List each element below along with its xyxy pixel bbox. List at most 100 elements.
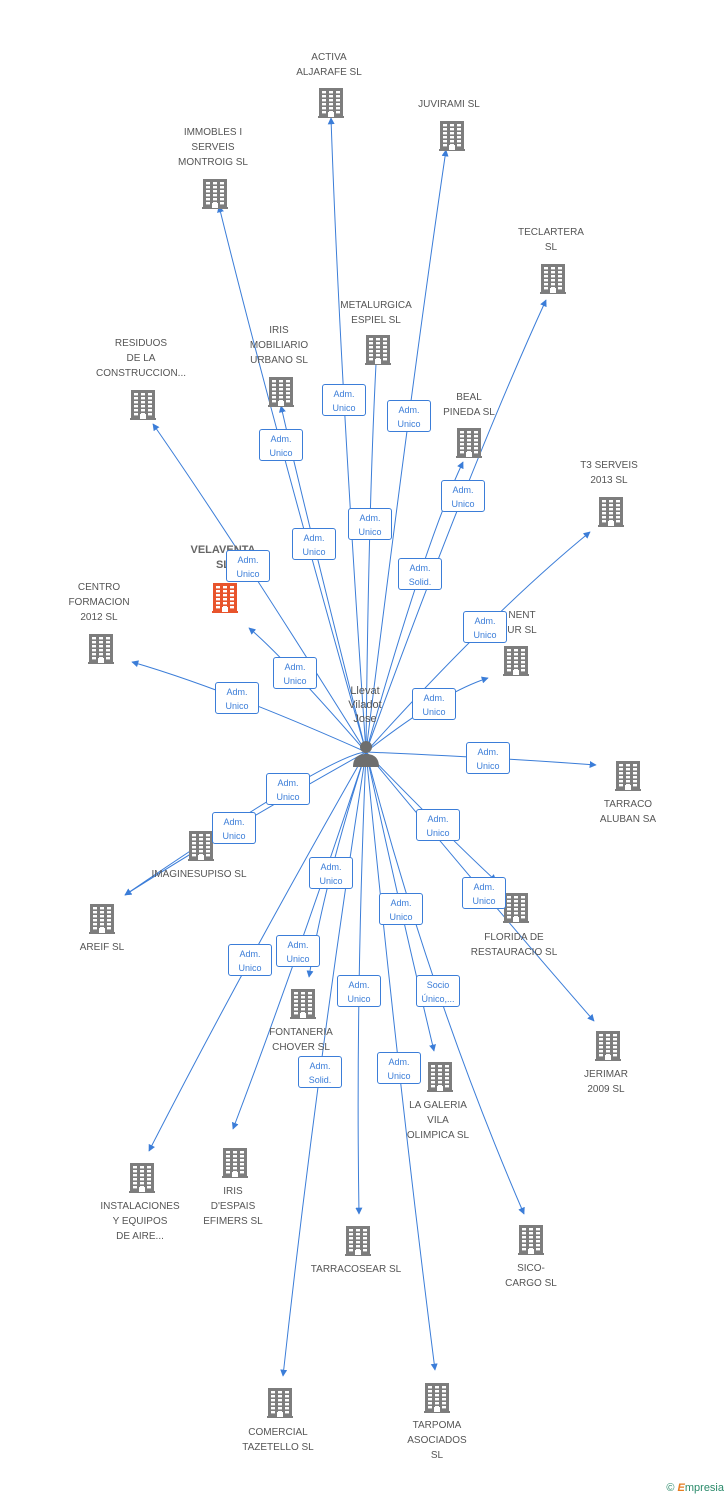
- relation-badge-iris-esp[interactable]: Adm.Unico: [276, 935, 320, 967]
- company-label-tarraco[interactable]: TARRACO ALUBAN SA: [563, 797, 693, 827]
- building-icon[interactable]: [318, 86, 344, 118]
- company-label-line: 2012 SL: [80, 612, 118, 623]
- relation-badge-juvirami[interactable]: Adm.Unico: [387, 400, 431, 432]
- building-icon[interactable]: [267, 1386, 293, 1418]
- building-icon[interactable]: [427, 1060, 453, 1092]
- company-label-line: UR SL: [507, 625, 537, 636]
- building-icon[interactable]: [130, 388, 156, 420]
- building-icon[interactable]: [540, 262, 566, 294]
- relation-badge-text: Adm.: [303, 533, 325, 543]
- relation-badge-text: Adm.: [277, 778, 299, 788]
- building-icon[interactable]: [365, 333, 391, 365]
- building-icon[interactable]: [222, 1146, 248, 1178]
- relation-badge-immobles[interactable]: Adm. Unico: [259, 429, 303, 461]
- building-icon[interactable]: [503, 644, 529, 676]
- relation-badge-text: Adm.: [348, 980, 370, 990]
- building-icon[interactable]: [88, 632, 114, 664]
- company-label-juvirami[interactable]: JUVIRAMI SL: [384, 97, 514, 112]
- building-icon[interactable]: [202, 177, 228, 209]
- relation-badge-metalurgica[interactable]: Adm.Unico: [348, 508, 392, 540]
- company-label-line: ALUBAN SA: [599, 814, 657, 825]
- person-icon[interactable]: [351, 738, 381, 768]
- relation-badge-instalaciones[interactable]: Adm.Unico: [228, 944, 272, 976]
- relation-badge-text: Unico: [269, 448, 293, 458]
- building-icon[interactable]: [89, 902, 115, 934]
- relation-edge: [327, 117, 367, 753]
- relation-badge-areif[interactable]: Adm.Unico: [212, 812, 256, 844]
- relation-badge-t3[interactable]: Adm.Unico: [463, 611, 507, 643]
- company-label-imaginesupiso[interactable]: IMAGINESUPISO SL: [134, 867, 264, 882]
- company-label-sico[interactable]: SICO-CARGO SL: [466, 1261, 596, 1291]
- relation-badge-residuos[interactable]: Adm.Unico: [226, 550, 270, 582]
- relation-badge-text: Unico: [422, 707, 446, 717]
- building-icon[interactable]: [518, 1223, 544, 1255]
- relation-badge-lagaleria[interactable]: Adm.Unico: [379, 893, 423, 925]
- relation-badge-text: Adm.: [388, 1057, 410, 1067]
- building-icon[interactable]: [129, 1161, 155, 1193]
- company-label-areif[interactable]: AREIF SL: [37, 940, 167, 955]
- relation-badge-nent[interactable]: Adm.Unico: [412, 688, 456, 720]
- relation-badge-tarpoma[interactable]: Adm.Unico: [377, 1052, 421, 1084]
- building-icon[interactable]: [188, 829, 214, 861]
- building-icon[interactable]: [595, 1029, 621, 1061]
- relation-badge-centro[interactable]: Adm.Unico: [215, 682, 259, 714]
- relation-badge-text: Unico: [476, 761, 500, 771]
- company-label-tarracosear[interactable]: TARRACOSEAR SL: [291, 1262, 421, 1277]
- center-name-line: Jose: [353, 713, 377, 725]
- company-label-line: PINEDA SL: [443, 407, 495, 418]
- relation-badge-text: Adm.: [473, 882, 495, 892]
- relation-badge-florida[interactable]: Adm.Unico: [416, 809, 460, 841]
- building-icon[interactable]: [456, 426, 482, 458]
- relation-badge-text: Unico: [302, 547, 326, 557]
- company-label-line: TARRACO: [603, 799, 653, 810]
- building-icon[interactable]: [268, 375, 294, 407]
- company-label-line: ACTIVA: [311, 52, 347, 63]
- relation-badge-tarraco[interactable]: Adm.Unico: [466, 742, 510, 774]
- relation-badge-text: Adm.: [284, 662, 306, 672]
- relation-badge-tarracosear[interactable]: Adm.Unico: [337, 975, 381, 1007]
- company-label-line: Y EQUIPOS: [112, 1216, 168, 1227]
- company-label-line: EFIMERS SL: [203, 1216, 263, 1227]
- relation-badge-jerimar[interactable]: Adm.Unico: [462, 877, 506, 909]
- relation-badge-velaventa[interactable]: Adm.Unico: [273, 657, 317, 689]
- building-icon[interactable]: [503, 891, 529, 923]
- relation-badge-fontaneria[interactable]: Adm.Unico: [309, 857, 353, 889]
- building-icon[interactable]: [345, 1224, 371, 1256]
- building-icon[interactable]: [424, 1381, 450, 1413]
- relation-badge-iris-mob[interactable]: Adm. Unico: [292, 528, 336, 560]
- building-icon[interactable]: [598, 495, 624, 527]
- building-icon[interactable]: [212, 581, 238, 613]
- company-label-line: IMMOBLES I: [183, 127, 243, 138]
- building-icon[interactable]: [290, 987, 316, 1019]
- relation-badge-text: Unico: [222, 831, 246, 841]
- relation-badge-teclartera[interactable]: Adm.Unico: [441, 480, 485, 512]
- relation-badge-text: Unico: [276, 792, 300, 802]
- relation-badge-comercial[interactable]: Adm.Solid.: [298, 1056, 342, 1088]
- relation-badge-beal[interactable]: Adm.Solid.: [398, 558, 442, 590]
- building-icon[interactable]: [615, 759, 641, 791]
- relation-badge-text: Adm.: [270, 434, 292, 444]
- company-label-line: TARRACOSEAR SL: [310, 1264, 402, 1275]
- building-icon[interactable]: [439, 119, 465, 151]
- relation-badge-imaginesupiso[interactable]: Adm. Unico: [266, 773, 310, 805]
- relation-badge-activa[interactable]: Adm.Unico: [322, 384, 366, 416]
